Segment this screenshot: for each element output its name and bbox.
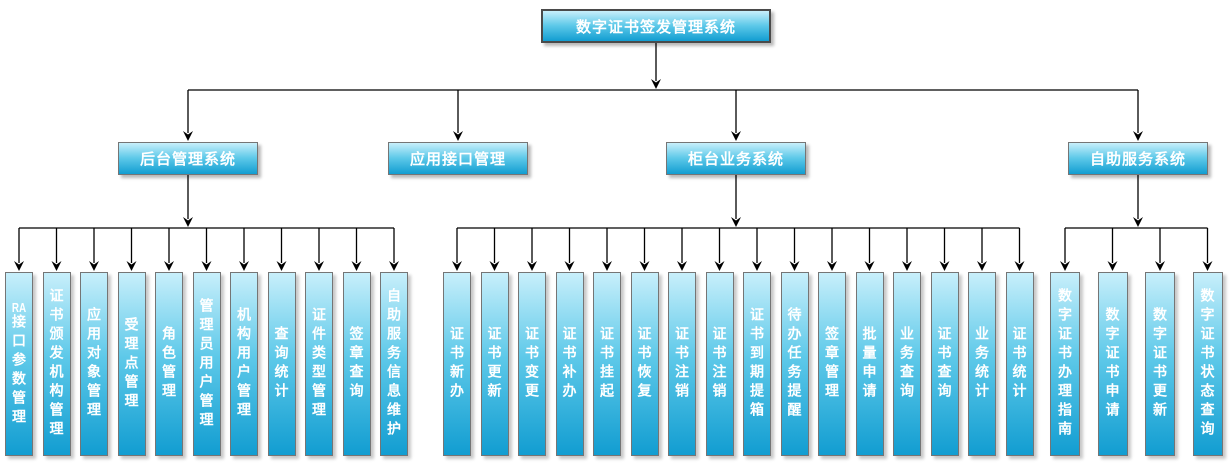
leaf-node-1-7: 机构用户管理 <box>230 272 258 456</box>
leaf-node-1-4: 受理点管理 <box>117 272 146 456</box>
leaf-node-3-16: 证书统计 <box>1005 272 1034 456</box>
leaf-node-3-6: 证书恢复 <box>630 272 659 456</box>
leaf-node-1-5: 角色管理 <box>155 272 183 456</box>
leaf-node-3-11: 签章管理 <box>818 272 846 456</box>
leaf-node-3-4: 证书补办 <box>555 272 584 456</box>
branch-node-4: 自助服务系统 <box>1068 142 1208 175</box>
leaf-node-4-1: 数字证书办理指南 <box>1050 272 1080 456</box>
leaf-node-3-1: 证书新办 <box>443 272 471 456</box>
leaf-node-1-9: 证件类型管理 <box>305 272 333 456</box>
leaf-node-3-2: 证书更新 <box>480 272 509 456</box>
leaf-node-3-9: 证书到期提箱 <box>743 272 771 456</box>
leaf-node-1-11: 自助服务信息维护 <box>380 272 408 456</box>
leaf-node-3-5: 证书挂起 <box>593 272 621 456</box>
leaf-node-1-2: 证书颁发机构管理 <box>42 272 71 456</box>
branch-node-1: 后台管理系统 <box>118 142 258 175</box>
leaf-node-3-10: 待办任务提醒 <box>780 272 809 456</box>
branch-node-3: 柜台业务系统 <box>666 142 806 175</box>
leaf-node-1-8: 查询统计 <box>267 272 296 456</box>
root-node: 数字证书签发管理系统 <box>541 9 771 43</box>
leaf-node-1-3: 应用对象管理 <box>80 272 108 456</box>
leaf-node-3-3: 证书变更 <box>518 272 546 456</box>
latin-run: RA <box>11 300 27 314</box>
leaf-node-3-15: 业务统计 <box>968 272 996 456</box>
leaf-node-4-2: 数字证书申请 <box>1097 272 1128 456</box>
leaf-node-4-4: 数字证书状态查询 <box>1192 272 1223 456</box>
leaf-node-3-12: 批量申请 <box>855 272 884 456</box>
leaf-node-3-8: 证书注销 <box>705 272 734 456</box>
branch-node-2: 应用接口管理 <box>388 142 528 175</box>
leaf-node-3-7: 证书注销 <box>668 272 696 456</box>
leaf-node-4-3: 数字证书更新 <box>1145 272 1175 456</box>
leaf-node-3-14: 证书查询 <box>930 272 959 456</box>
leaf-node-3-13: 业务查询 <box>893 272 921 456</box>
leaf-node-1-6: 管理员用户管理 <box>192 272 221 456</box>
leaf-node-1-10: 签章查询 <box>342 272 371 456</box>
